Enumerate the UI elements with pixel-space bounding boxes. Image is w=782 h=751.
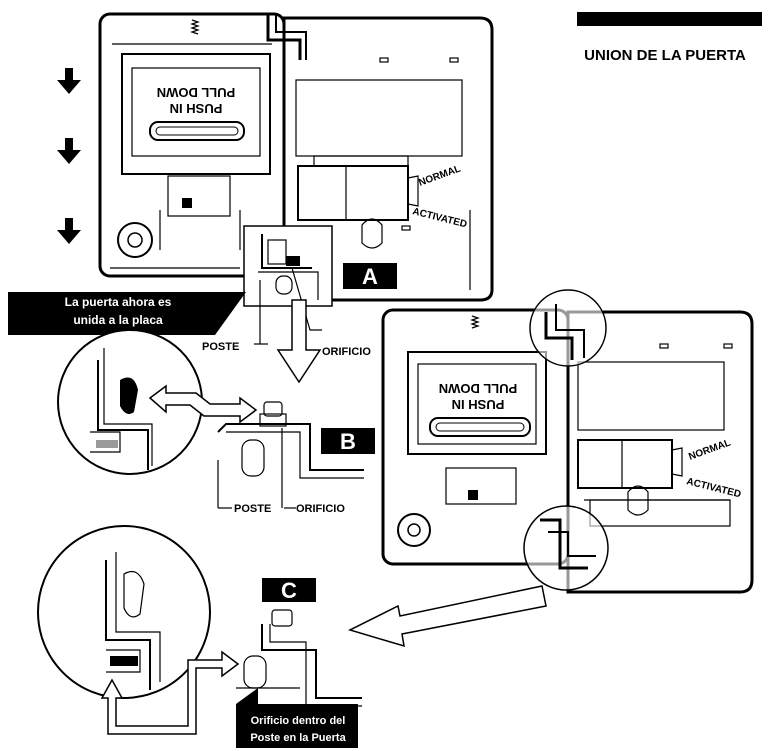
callout-attached [8,292,246,335]
panel-b-badge [321,428,375,454]
right-device [381,308,754,594]
callout-attached-line1: La puerta ahora es [65,295,172,309]
page-title: UNION DE LA PUERTA [584,47,746,64]
callout-hole-line1: Orificio dentro del [251,715,346,727]
panel-letter-b: B [340,429,356,454]
highlight-circle-bottom [523,505,609,591]
magnifier-c [37,525,211,699]
title-bar [577,12,762,26]
orificio-label-b: ORIFICIO [296,503,345,515]
double-arrow-b [148,384,258,424]
panel-c-badge [262,578,316,602]
poste-label-a: POSTE [202,341,239,353]
u-arrow-c [100,650,240,735]
panel-a-badge [343,263,397,289]
push-in-text-right: PUSH IN [452,397,505,412]
hollow-down-arrow [276,299,322,384]
pull-down-text-top: PULL DOWN [157,85,235,100]
down-arrow-icon-3 [57,218,81,244]
magnifier-b [57,329,203,475]
callout-attached-line2: unida a la placa [73,313,163,327]
highlight-circle-top [529,289,607,367]
down-arrow-icon-1 [57,68,81,94]
callout-hole-line2: Poste en la Puerta [250,732,346,744]
pull-down-text-right: PULL DOWN [439,381,517,396]
hollow-left-arrow [347,585,547,648]
panel-letter-c: C [281,578,297,603]
poste-label-b: POSTE [234,503,271,515]
down-arrow-icon-2 [57,138,81,164]
top-device [98,12,494,302]
orificio-label-a: ORIFICIO [322,346,371,358]
detail-b [217,401,364,509]
callout-hole [236,688,358,748]
push-in-text-top: PUSH IN [170,101,223,116]
zoom-window-a [243,225,333,307]
panel-letter-a: A [362,264,378,289]
